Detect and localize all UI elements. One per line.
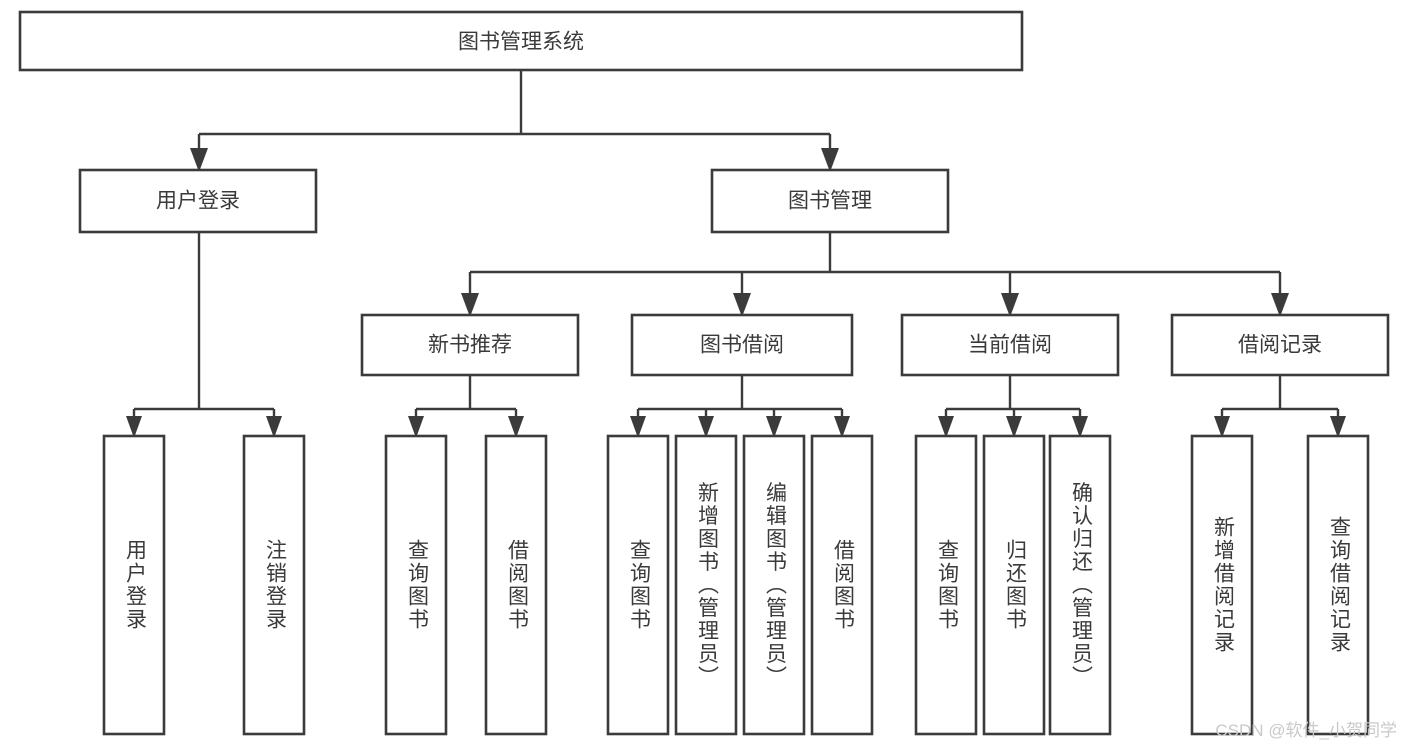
node-leaf-add-borrow-record-box[interactable]: [1190, 434, 1254, 736]
edge-bookborrow-to-leaves: [636, 375, 844, 418]
node-leaf-query-borrow-record-box[interactable]: [1306, 434, 1370, 736]
edge-newbook-to-leaves: [414, 375, 518, 418]
edge-borrowrecord-to-leaves: [1220, 375, 1340, 418]
node-leaf-borrow-book-2[interactable]: 借阅图书: [810, 434, 874, 736]
node-leaf-edit-book-admin-label: 编辑图书（管理员）: [763, 482, 787, 689]
node-leaf-edit-book-admin-box[interactable]: [742, 434, 806, 736]
node-leaf-add-book-admin-box[interactable]: [674, 434, 738, 736]
edge-root-to-level2-bus: [197, 70, 832, 150]
node-leaf-confirm-return-admin[interactable]: 确认归还（管理员）: [1048, 434, 1112, 736]
node-leaf-logout-login-label: 注销登录: [263, 539, 287, 631]
csdn-watermark: CSDN @软件_小贺同学: [1215, 721, 1397, 740]
node-new-book-recommend-label: 新书推荐: [428, 334, 512, 357]
node-leaf-add-borrow-record[interactable]: 新增借阅记录: [1190, 434, 1254, 736]
node-leaf-confirm-return-admin-box[interactable]: [1048, 434, 1112, 736]
arrow-to-leaf-confirm-return-admin: [1072, 416, 1088, 438]
node-book-borrow-label: 图书借阅: [700, 334, 784, 357]
arrow-to-leaf-user-login: [126, 416, 142, 438]
arrow-to-leaf-borrow-book-2: [834, 416, 850, 438]
arrow-to-leaf-return-book: [1006, 416, 1022, 438]
node-root-box[interactable]: [18, 10, 1024, 72]
arrow-to-leaf-query-book-2: [630, 416, 646, 438]
node-new-book-recommend-box[interactable]: [360, 313, 580, 377]
node-leaf-query-book-2[interactable]: 查询图书: [606, 434, 670, 736]
arrow-root-to-user-login: [190, 148, 208, 172]
node-leaf-query-borrow-record-label: 查询借阅记录: [1327, 516, 1351, 654]
arrow-to-leaf-logout-login: [266, 416, 282, 438]
node-book-manage-label: 图书管理: [788, 190, 872, 213]
node-book-borrow-box[interactable]: [630, 313, 854, 377]
node-leaf-add-book-admin-label: 新增图书（管理员）: [695, 482, 719, 689]
node-borrow-record-box[interactable]: [1170, 313, 1390, 377]
edge-userlogin-to-leaves: [132, 232, 276, 418]
node-leaf-borrow-book-1[interactable]: 借阅图书: [484, 434, 548, 736]
node-book-manage[interactable]: 图书管理: [710, 168, 950, 234]
node-leaf-borrow-book-2-box[interactable]: [810, 434, 874, 736]
arrow-to-book-borrow: [733, 293, 751, 317]
arrow-to-leaf-query-borrow-record: [1330, 416, 1346, 438]
node-leaf-user-login[interactable]: 用户登录: [102, 434, 166, 736]
arrow-to-leaf-query-book-1: [408, 416, 424, 438]
edge-layer: [126, 70, 1346, 438]
edge-currentborrow-to-leaves: [944, 375, 1082, 418]
node-leaf-query-book-1-box[interactable]: [384, 434, 448, 736]
node-leaf-query-book-3-box[interactable]: [914, 434, 978, 736]
arrow-to-leaf-edit-book-admin: [766, 416, 782, 438]
node-leaf-borrow-book-2-label: 借阅图书: [831, 539, 855, 631]
node-leaf-query-book-2-box[interactable]: [606, 434, 670, 736]
node-leaf-return-book-label: 归还图书: [1003, 539, 1027, 631]
node-new-book-recommend[interactable]: 新书推荐: [360, 313, 580, 377]
node-leaf-query-borrow-record[interactable]: 查询借阅记录: [1306, 434, 1370, 736]
node-leaf-user-login-box[interactable]: [102, 434, 166, 736]
arrow-to-borrow-record: [1271, 293, 1289, 317]
node-leaf-user-login-label: 用户登录: [123, 539, 147, 631]
node-root-label: 图书管理系统: [458, 31, 584, 54]
arrow-root-to-book-manage: [821, 148, 839, 172]
node-current-borrow-box[interactable]: [900, 313, 1120, 377]
arrow-to-leaf-borrow-book-1: [508, 416, 524, 438]
node-leaf-logout-login-box[interactable]: [242, 434, 306, 736]
node-borrow-record[interactable]: 借阅记录: [1170, 313, 1390, 377]
node-user-login[interactable]: 用户登录: [78, 168, 318, 234]
node-user-login-box[interactable]: [78, 168, 318, 234]
node-leaf-edit-book-admin[interactable]: 编辑图书（管理员）: [742, 434, 806, 736]
node-leaf-logout-login[interactable]: 注销登录: [242, 434, 306, 736]
node-leaf-confirm-return-admin-label: 确认归还（管理员）: [1069, 482, 1093, 689]
arrow-to-leaf-add-borrow-record: [1214, 416, 1230, 438]
node-root[interactable]: 图书管理系统: [18, 10, 1024, 72]
node-leaf-query-book-3[interactable]: 查询图书: [914, 434, 978, 736]
arrow-to-leaf-add-book-admin: [698, 416, 714, 438]
node-leaf-add-borrow-record-label: 新增借阅记录: [1211, 516, 1235, 654]
node-leaf-query-book-1-label: 查询图书: [405, 539, 429, 631]
node-current-borrow-label: 当前借阅: [968, 334, 1052, 357]
arrow-to-new-book-recommend: [461, 293, 479, 317]
edge-bookmanage-to-level3-bus: [468, 232, 1282, 294]
node-user-login-label: 用户登录: [156, 190, 240, 213]
node-leaf-borrow-book-1-label: 借阅图书: [505, 539, 529, 631]
node-borrow-record-label: 借阅记录: [1238, 334, 1322, 357]
node-leaf-query-book-3-label: 查询图书: [935, 539, 959, 631]
node-book-manage-box[interactable]: [710, 168, 950, 234]
node-current-borrow[interactable]: 当前借阅: [900, 313, 1120, 377]
arrow-to-leaf-query-book-3: [938, 416, 954, 438]
node-leaf-return-book[interactable]: 归还图书: [982, 434, 1046, 736]
arrow-to-current-borrow: [1001, 293, 1019, 317]
node-leaf-borrow-book-1-box[interactable]: [484, 434, 548, 736]
node-leaf-query-book-2-label: 查询图书: [627, 539, 651, 631]
node-book-borrow[interactable]: 图书借阅: [630, 313, 854, 377]
node-leaf-return-book-box[interactable]: [982, 434, 1046, 736]
node-leaf-query-book-1[interactable]: 查询图书: [384, 434, 448, 736]
node-leaf-add-book-admin[interactable]: 新增图书（管理员）: [674, 434, 738, 736]
